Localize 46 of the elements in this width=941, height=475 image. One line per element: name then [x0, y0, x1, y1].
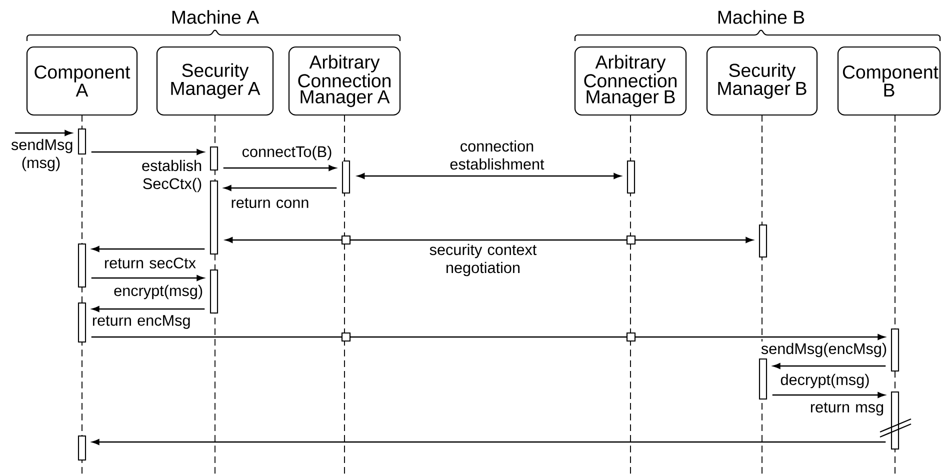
- message-label: security context negotiation: [430, 244, 537, 276]
- participant-box: Security Manager A: [156, 46, 274, 116]
- message-label: connectTo(B): [242, 146, 332, 160]
- activation-bar: [890, 328, 900, 372]
- activation-bar: [210, 146, 218, 171]
- message-arrow: [92, 246, 205, 252]
- machine-label: Machine A: [172, 10, 260, 24]
- message-label: decrypt(msg): [780, 374, 869, 388]
- activation-bar: [78, 435, 86, 461]
- message-arrow: [91, 149, 204, 155]
- participant-box: Arbitrary Connection Manager A: [288, 46, 401, 116]
- message-arrow: [225, 237, 753, 243]
- participant-box: Component B: [837, 46, 941, 116]
- message-label: return secCtx: [105, 258, 196, 268]
- activation-bar: [78, 128, 86, 155]
- activation-bar: [210, 269, 218, 314]
- participant-box: Arbitrary Connection Manager B: [574, 46, 687, 116]
- machine-label: Machine B: [718, 10, 804, 24]
- message-label: return msg: [810, 402, 884, 416]
- message-arrow: [92, 439, 886, 445]
- activation-bar: [890, 391, 900, 450]
- message-label: sendMsg (msg): [11, 138, 72, 172]
- activation-bar: [78, 243, 86, 288]
- message-arrow: [91, 275, 204, 281]
- message-arrow: [224, 185, 337, 191]
- activation-bar: [78, 302, 86, 343]
- message-arrow: [223, 165, 336, 171]
- participant-box: Component A: [26, 46, 138, 116]
- message-label: encrypt(msg): [114, 284, 202, 300]
- message-label: return encMsg: [92, 315, 190, 329]
- activation-bar: [342, 160, 350, 194]
- message-arrow: [15, 130, 72, 136]
- message-arrow: [773, 363, 886, 369]
- activation-bar: [210, 180, 218, 255]
- message-arrow: [357, 173, 621, 179]
- activation-bar: [626, 160, 636, 194]
- activation-bar: [758, 358, 768, 400]
- activation-bar: [758, 224, 768, 258]
- message-label: sendMsg(encMsg): [761, 342, 886, 358]
- message-label: establish SecCtx(): [142, 160, 202, 192]
- message-label: connection establishment: [450, 140, 544, 170]
- message-arrow: [91, 334, 885, 340]
- participant-box: Security Manager B: [706, 46, 818, 116]
- message-arrow: [772, 392, 885, 398]
- message-arrow: [92, 306, 205, 312]
- message-label: return conn: [232, 198, 308, 208]
